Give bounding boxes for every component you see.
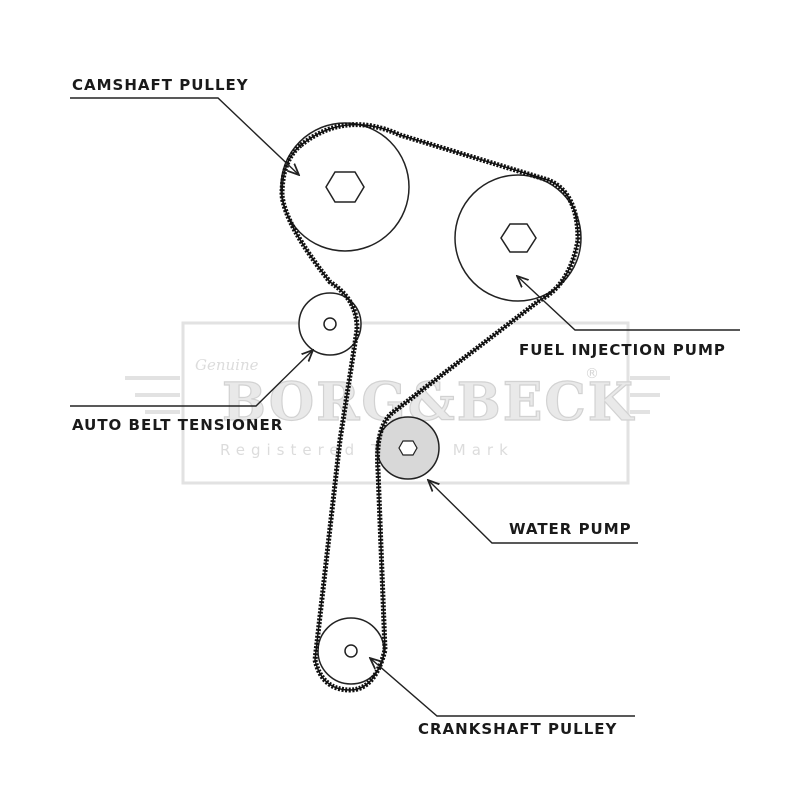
- label-crankshaft-pulley: CRANKSHAFT PULLEY: [418, 720, 618, 738]
- water-pump-pulley: [376, 416, 440, 480]
- label-water-pump: WATER PUMP: [509, 520, 632, 538]
- leader-tensioner: [70, 350, 313, 407]
- center-bolt-icon: [344, 644, 358, 658]
- timing-belt: [279, 122, 581, 693]
- fuel-injection-pump-pulley: [454, 174, 582, 302]
- leader-water-pump: [428, 480, 638, 544]
- center-bolt-icon: [323, 317, 337, 331]
- label-auto-belt-tensioner: AUTO BELT TENSIONER: [72, 416, 283, 434]
- watermark-frame: [181, 321, 630, 485]
- watermark-registered: ®: [585, 366, 599, 382]
- camshaft-pulley: [280, 122, 410, 252]
- watermark-subtitle: Registered Trade Mark: [220, 441, 514, 459]
- hex-bolt-icon: [325, 171, 365, 203]
- leader-crankshaft: [370, 658, 635, 717]
- leader-lines: [70, 97, 740, 717]
- label-fuel-injection-pump: FUEL INJECTION PUMP: [519, 341, 726, 359]
- watermark-side-lines-right: [630, 376, 670, 414]
- auto-belt-tensioner-pulley: [298, 292, 362, 356]
- hex-bolt-icon: [398, 440, 418, 456]
- watermark-side-lines-left: [125, 376, 180, 414]
- label-camshaft-pulley: CAMSHAFT PULLEY: [72, 76, 249, 94]
- hex-bolt-icon: [500, 223, 537, 253]
- watermark-script: Genuine: [195, 356, 259, 374]
- leader-camshaft: [70, 97, 299, 175]
- leader-fuel-injection: [517, 276, 740, 331]
